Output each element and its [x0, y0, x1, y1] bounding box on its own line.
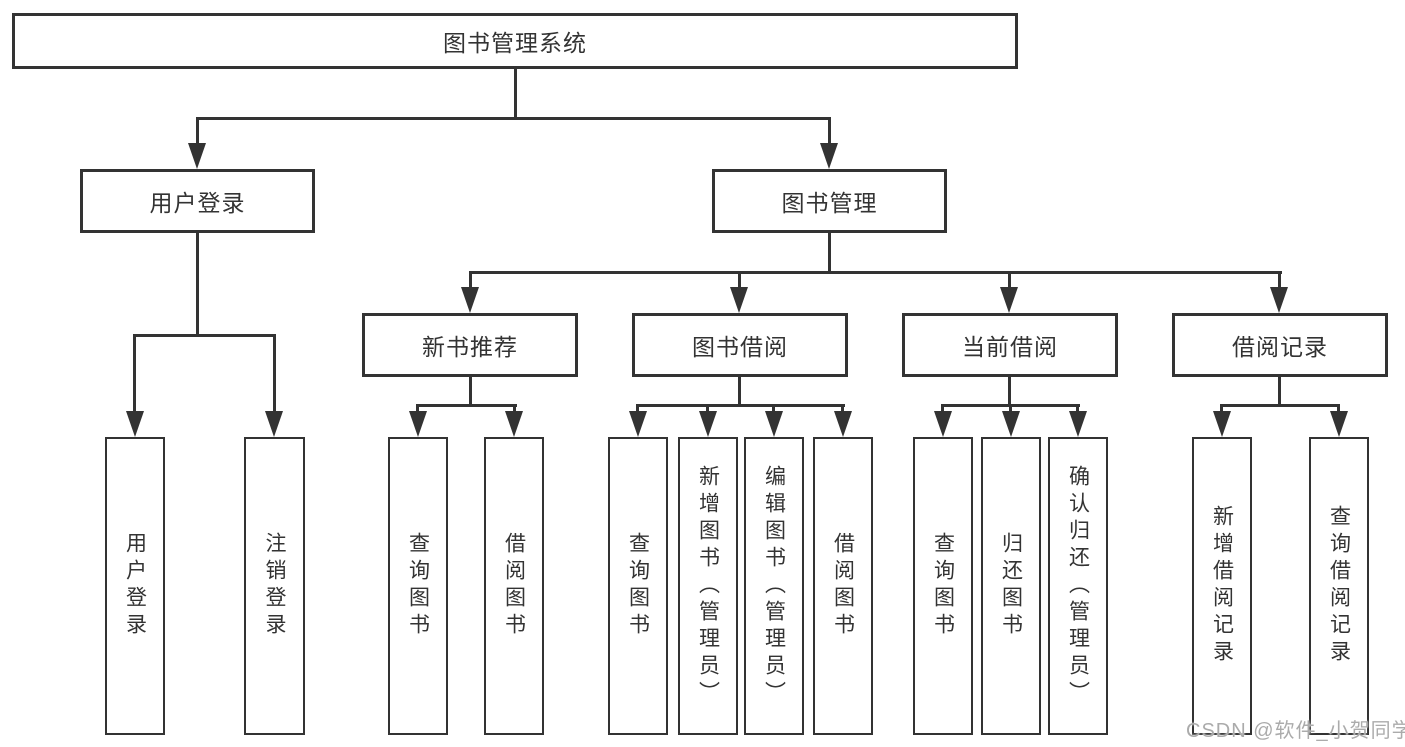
node-borrow-book: 借阅图书: [813, 437, 873, 735]
node-current-borrow: 当前借阅: [902, 313, 1118, 377]
arrow-down-icon: [126, 411, 144, 437]
node-add-book-admin: 新增图书（管理员）: [678, 437, 738, 735]
connector-line: [133, 334, 276, 337]
connector-line: [273, 334, 276, 416]
node-label: 借阅记录: [1232, 334, 1328, 360]
arrow-down-icon: [730, 287, 748, 313]
connector-line: [133, 334, 136, 416]
arrow-down-icon: [834, 411, 852, 437]
node-label: 图书管理系统: [443, 30, 587, 56]
node-label: 归还图书: [999, 532, 1023, 640]
node-borrow-book-recommend: 借阅图书: [484, 437, 544, 735]
node-query-books-current: 查询图书: [913, 437, 973, 735]
node-label: 查询图书: [626, 532, 650, 640]
node-label: 查询借阅记录: [1327, 505, 1351, 667]
node-label: 新增图书（管理员）: [696, 464, 720, 708]
node-query-books-borrow: 查询图书: [608, 437, 668, 735]
node-label: 图书借阅: [692, 334, 788, 360]
node-label: 新书推荐: [422, 334, 518, 360]
arrow-down-icon: [188, 143, 206, 169]
connector-line: [514, 69, 517, 119]
arrow-down-icon: [820, 143, 838, 169]
connector-line: [196, 233, 199, 337]
connector-line: [828, 233, 831, 274]
arrow-down-icon: [409, 411, 427, 437]
connector-line: [828, 117, 831, 149]
arrow-down-icon: [765, 411, 783, 437]
node-borrow-records: 借阅记录: [1172, 313, 1388, 377]
arrow-down-icon: [629, 411, 647, 437]
arrow-down-icon: [265, 411, 283, 437]
node-query-books-recommend: 查询图书: [388, 437, 448, 735]
arrow-down-icon: [1213, 411, 1231, 437]
connector-line: [196, 117, 199, 149]
connector-line: [196, 117, 831, 120]
arrow-down-icon: [461, 287, 479, 313]
arrow-down-icon: [1270, 287, 1288, 313]
connector-line: [469, 271, 1282, 274]
node-confirm-return-admin: 确认归还（管理员）: [1048, 437, 1108, 735]
connector-line: [1278, 377, 1281, 407]
arrow-down-icon: [505, 411, 523, 437]
connector-line: [738, 271, 741, 291]
node-edit-book-admin: 编辑图书（管理员）: [744, 437, 804, 735]
arrow-down-icon: [1330, 411, 1348, 437]
arrow-down-icon: [699, 411, 717, 437]
arrow-down-icon: [1002, 411, 1020, 437]
node-label: 确认归还（管理员）: [1066, 464, 1090, 708]
node-label: 查询图书: [406, 532, 430, 640]
connector-line: [1220, 404, 1340, 407]
node-book-management: 图书管理: [712, 169, 947, 233]
node-label: 新增借阅记录: [1210, 505, 1234, 667]
node-label: 用户登录: [149, 190, 246, 216]
node-book-borrow: 图书借阅: [632, 313, 848, 377]
csdn-watermark: CSDN @软件_小贺同学: [1186, 720, 1405, 742]
connector-line: [1008, 377, 1011, 407]
node-root-library-system: 图书管理系统: [12, 13, 1018, 69]
node-add-borrow-record: 新增借阅记录: [1192, 437, 1252, 735]
node-label: 编辑图书（管理员）: [762, 464, 786, 708]
connector-line: [636, 404, 845, 407]
connector-line: [469, 271, 472, 291]
connector-line: [738, 377, 741, 407]
node-label: 查询图书: [931, 532, 955, 640]
connector-line: [416, 404, 517, 407]
node-label: 借阅图书: [831, 532, 855, 640]
arrow-down-icon: [934, 411, 952, 437]
node-label: 借阅图书: [502, 532, 526, 640]
node-label: 注销登录: [263, 532, 286, 640]
node-label: 图书管理: [781, 190, 878, 216]
node-user-login-branch: 用户登录: [80, 169, 315, 233]
node-return-book: 归还图书: [981, 437, 1041, 735]
arrow-down-icon: [1069, 411, 1087, 437]
arrow-down-icon: [1000, 287, 1018, 313]
connector-line: [1278, 271, 1281, 291]
node-label: 当前借阅: [962, 334, 1058, 360]
node-logout: 注销登录: [244, 437, 305, 735]
node-new-book-recommend: 新书推荐: [362, 313, 578, 377]
node-user-login: 用户登录: [105, 437, 165, 735]
node-query-borrow-record: 查询借阅记录: [1309, 437, 1369, 735]
connector-line: [469, 377, 472, 407]
connector-line: [1008, 271, 1011, 291]
node-label: 用户登录: [123, 532, 147, 640]
